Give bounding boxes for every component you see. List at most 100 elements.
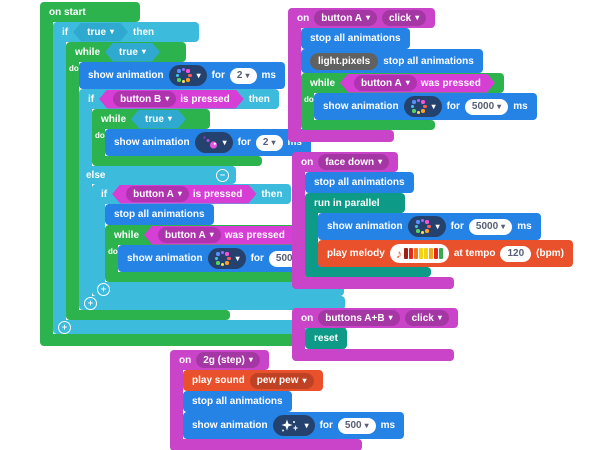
on-buttons-ab-click-block[interactable]: on buttons A+B ▾ click ▾ reset <box>292 308 458 361</box>
strip-stop-all-animations-block[interactable]: light.pixels stop all animations <box>301 49 483 73</box>
show-animation-block[interactable]: show animation ▾ for 5000 ▾ <box>318 213 541 240</box>
input-source-dropdown[interactable]: buttons A+B ▾ <box>318 310 400 326</box>
on-button-a-click-block[interactable]: on button A ▾ click ▾ stop all animation… <box>288 8 537 142</box>
for-label: for <box>237 137 251 148</box>
control-footer <box>305 267 431 277</box>
gesture-dropdown[interactable]: face down ▾ <box>318 154 390 170</box>
chevron-down-icon: ▾ <box>497 101 502 111</box>
while-footer <box>66 310 230 320</box>
while-footer <box>301 120 435 130</box>
ms-label: ms <box>261 70 276 81</box>
do-label: do <box>95 131 105 140</box>
on-button-a-stack: on button A ▾ click ▾ stop all animation… <box>288 8 537 142</box>
ms-label: ms <box>513 101 528 112</box>
show-animation-block[interactable]: show animation ▾ for 2 <box>79 62 285 89</box>
while-spine: do <box>105 245 118 272</box>
chevron-down-icon: ▾ <box>245 70 250 80</box>
chevron-down-icon: ▾ <box>209 230 214 239</box>
else-spine <box>79 184 92 296</box>
reset-block[interactable]: reset <box>305 328 347 349</box>
play-melody-block[interactable]: play melody ♪ at tempo 120 (bpm) <box>318 240 573 267</box>
add-branch-button[interactable]: + <box>97 282 110 296</box>
add-branch-button[interactable]: + <box>58 320 71 334</box>
was-pressed-label: was pressed <box>420 77 481 89</box>
while-spine: do <box>66 62 79 310</box>
chevron-down-icon: ▾ <box>388 313 393 322</box>
if-spine <box>92 204 105 282</box>
duration-dropdown[interactable]: 2 ▾ <box>255 134 283 151</box>
ms-label: ms <box>517 221 532 232</box>
if-footer: + <box>92 282 344 296</box>
stop-all-animations-block[interactable]: stop all animations <box>183 391 292 412</box>
stop-all-animations-block[interactable]: stop all animations <box>305 172 414 193</box>
collapse-branch-button[interactable]: − <box>216 168 229 182</box>
on-face-down-block[interactable]: on face down ▾ stop all animations run i… <box>292 152 573 289</box>
while-footer <box>92 156 262 166</box>
on-2g-block[interactable]: on 2g (step) ▾ play sound pew pew ▾ stop… <box>170 350 405 450</box>
show-animation-block[interactable]: show animation ▾ for 5000 ▾ <box>314 93 537 120</box>
animation-dropdown[interactable]: ▾ <box>403 96 442 117</box>
strip-variable-field[interactable]: light.pixels <box>310 52 379 70</box>
show-animation-label: show animation <box>114 137 190 148</box>
chevron-down-icon: ▾ <box>167 114 172 123</box>
event-type-dropdown[interactable]: click ▾ <box>404 310 449 326</box>
stop-all-animations-block[interactable]: stop all animations <box>301 28 410 49</box>
chevron-down-icon: ▾ <box>435 221 440 231</box>
else-row: else − <box>79 166 236 184</box>
play-sound-block[interactable]: play sound pew pew ▾ <box>183 370 323 391</box>
run-in-parallel-block[interactable]: run in parallel show animation ▾ f <box>305 193 573 277</box>
condition-true-dropdown[interactable]: true ▾ <box>131 110 186 129</box>
input-source-dropdown[interactable]: button A ▾ <box>314 10 377 26</box>
on-face-down-stack: on face down ▾ stop all animations run i… <box>292 152 573 289</box>
control-spine <box>305 213 318 267</box>
if-label: if <box>62 26 69 38</box>
event-spine <box>288 28 301 130</box>
button-dropdown[interactable]: button A ▾ <box>126 186 189 202</box>
chevron-down-icon: ▾ <box>364 420 369 430</box>
while-block[interactable]: while true ▾ <box>92 109 311 166</box>
animation-dropdown[interactable]: ▾ <box>272 415 315 436</box>
add-branch-button[interactable]: + <box>84 296 97 310</box>
if-else-footer: + <box>79 296 345 310</box>
while-label: while <box>75 46 101 58</box>
while-block[interactable]: while button A ▾ was pressed do <box>301 73 537 130</box>
chevron-down-icon: ▾ <box>415 13 420 22</box>
button-dropdown[interactable]: button A ▾ <box>158 227 221 243</box>
comet-animation-icon <box>203 136 217 149</box>
gesture-dropdown[interactable]: 2g (step) ▾ <box>196 352 260 368</box>
sound-dropdown[interactable]: pew pew ▾ <box>249 372 314 389</box>
condition-button-a-was-pressed[interactable]: button A ▾ was pressed <box>340 74 495 93</box>
chevron-down-icon: ▾ <box>235 253 240 263</box>
animation-dropdown[interactable]: ▾ <box>207 248 246 269</box>
melody-editor-field[interactable]: ♪ <box>389 244 449 263</box>
duration-dropdown[interactable]: 2 ▾ <box>229 67 257 84</box>
on-start-spine <box>40 22 53 334</box>
stop-all-animations-block[interactable]: stop all animations <box>105 204 214 225</box>
show-animation-label: show animation <box>323 101 399 112</box>
condition-button-a-was-pressed[interactable]: button A ▾ was pressed <box>144 226 299 245</box>
animation-dropdown[interactable]: ▾ <box>194 132 233 153</box>
button-dropdown[interactable]: button B ▾ <box>113 91 176 107</box>
for-label: for <box>319 420 333 431</box>
show-animation-block[interactable]: show animation ▾ for 500 ▾ <box>183 412 405 439</box>
condition-true-dropdown[interactable]: true ▾ <box>73 23 128 42</box>
event-type-dropdown[interactable]: click ▾ <box>381 10 427 26</box>
duration-dropdown[interactable]: 5000 ▾ <box>464 98 509 115</box>
condition-button-b-pressed[interactable]: button B ▾ is pressed <box>99 90 244 109</box>
condition-button-a-pressed[interactable]: button A ▾ is pressed <box>112 185 256 204</box>
on-label: on <box>297 12 310 24</box>
if-footer: + <box>53 320 346 334</box>
button-dropdown[interactable]: button A ▾ <box>354 75 417 91</box>
else-label: else <box>86 169 106 181</box>
melody-bars-icon <box>403 248 443 259</box>
duration-dropdown[interactable]: 500 ▾ <box>337 417 376 434</box>
ring-animation-icon <box>410 98 428 116</box>
is-pressed-label: is pressed <box>180 93 230 105</box>
duration-dropdown[interactable]: 5000 ▾ <box>468 218 513 235</box>
animation-dropdown[interactable]: ▾ <box>407 216 446 237</box>
tempo-field[interactable]: 120 <box>500 245 532 262</box>
animation-dropdown[interactable]: ▾ <box>168 65 207 86</box>
condition-true-dropdown[interactable]: true ▾ <box>105 43 160 62</box>
on-label: on <box>301 156 314 168</box>
show-animation-block[interactable]: show animation <box>105 129 311 156</box>
